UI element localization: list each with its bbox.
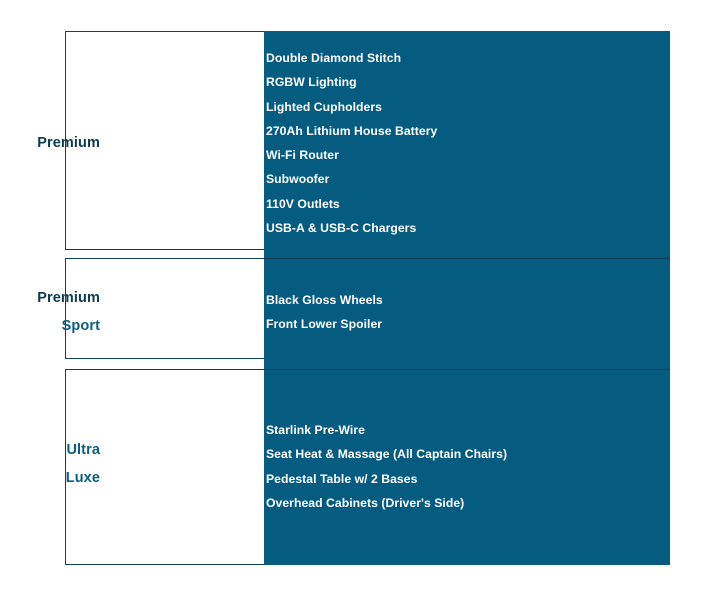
tier-label-premium-sport-line-1: Premium [37, 290, 100, 306]
premium-bracket-spine [65, 31, 66, 249]
feature-item: Overhead Cabinets (Driver's Side) [266, 495, 465, 510]
feature-item: Subwoofer [266, 172, 330, 187]
feature-list-ultra-luxe: Starlink Pre-Wire Seat Heat & Massage (A… [266, 418, 666, 515]
feature-item: Front Lower Spoiler [266, 317, 383, 332]
tier-label-premium-sport-line-2: Sport [61, 318, 100, 334]
feature-item: Pedestal Table w/ 2 Bases [266, 471, 418, 486]
tier-label-ultra-luxe: Ultra Luxe [0, 436, 100, 492]
feature-list-premium-sport: Black Gloss Wheels Front Lower Spoiler [266, 288, 666, 337]
tier-label-premium-line-1: Premium [37, 135, 100, 151]
panel-divider-ultra-luxe [264, 369, 670, 370]
feature-panel-background [264, 31, 670, 565]
feature-item: Lighted Cupholders [266, 99, 382, 114]
feature-item: Double Diamond Stitch [266, 51, 402, 65]
feature-item: Black Gloss Wheels [266, 293, 383, 307]
tier-label-ultra-luxe-line-2: Luxe [65, 470, 100, 486]
feature-item: Starlink Pre-Wire [266, 423, 365, 437]
feature-item: 110V Outlets [266, 196, 340, 211]
premium-sport-bracket-spine [65, 258, 66, 358]
feature-item: Seat Heat & Massage (All Captain Chairs) [266, 447, 508, 462]
panel-divider-premium-sport [264, 258, 670, 259]
feature-item: 270Ah Lithium House Battery [266, 123, 438, 138]
feature-item: RGBW Lighting [266, 75, 357, 90]
premium-bracket-top-rule [65, 31, 264, 32]
tier-label-ultra-luxe-line-1: Ultra [66, 442, 100, 458]
premium-sport-bracket-top-rule [65, 258, 264, 259]
feature-list-premium: Double Diamond Stitch RGBW Lighting Ligh… [266, 46, 666, 240]
ultra-luxe-bracket-spine [65, 369, 66, 565]
premium-bracket-bottom-rule [65, 249, 264, 250]
ultra-luxe-bracket-bottom-rule [65, 564, 264, 565]
feature-item: USB-A & USB-C Chargers [266, 221, 417, 236]
premium-sport-bracket-bottom-rule [65, 358, 264, 359]
feature-item: Wi-Fi Router [266, 148, 339, 163]
ultra-luxe-bracket-top-rule [65, 369, 264, 370]
tier-label-premium-sport: Premium Sport [0, 284, 100, 340]
tier-label-premium: Premium [0, 129, 100, 157]
